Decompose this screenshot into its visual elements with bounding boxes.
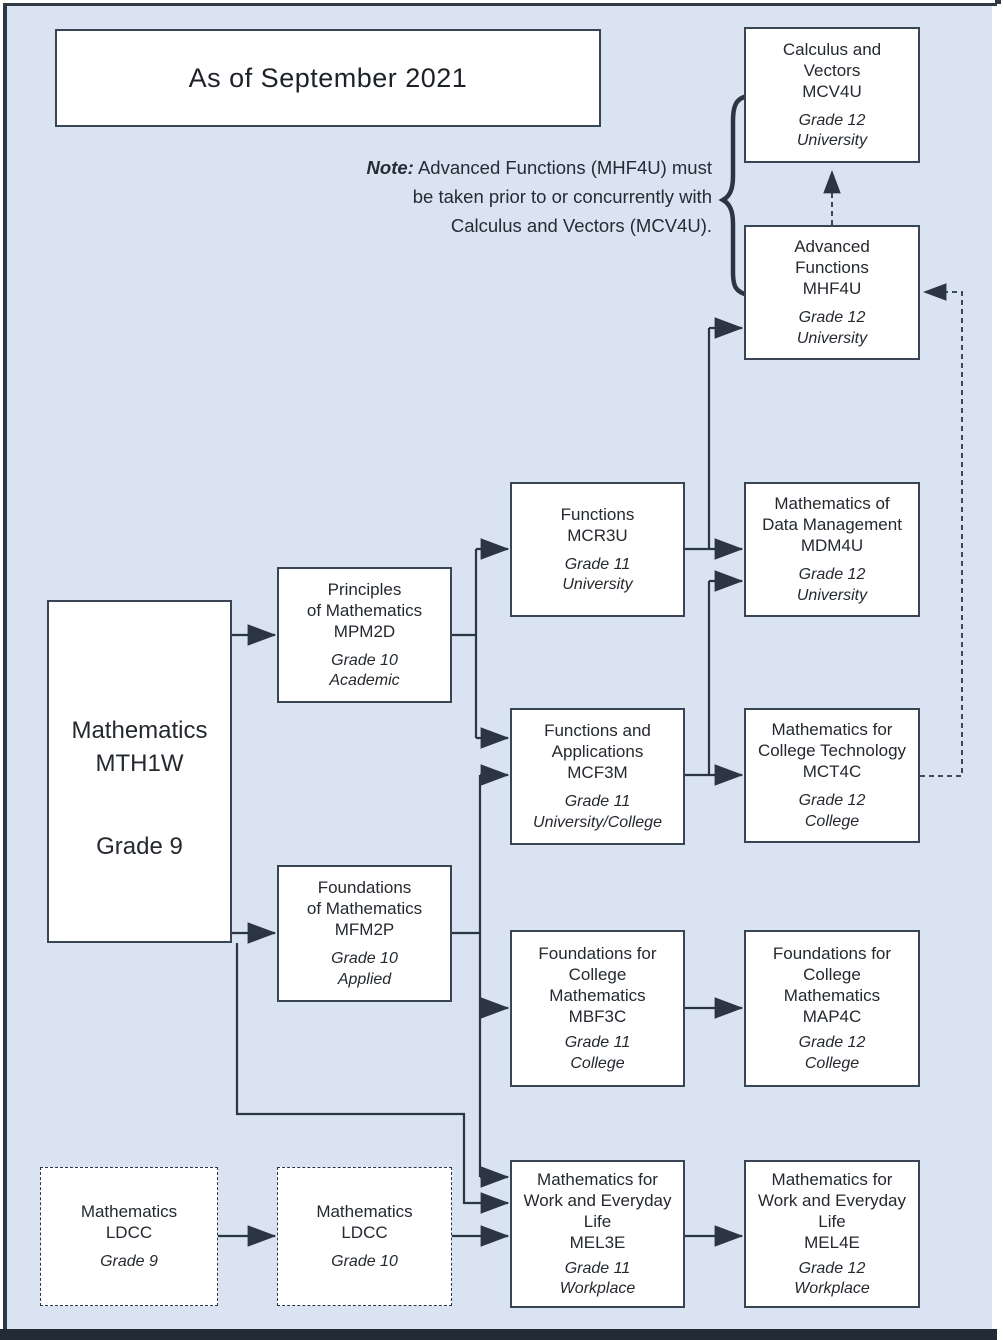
note-prefix: Note:	[366, 157, 414, 178]
note-text: Note: Advanced Functions (MHF4U) must be…	[300, 153, 712, 240]
node-mdm4u-grade: Grade 12 University	[796, 566, 868, 604]
node-mbf3c-grade: Grade 11 College	[564, 1034, 631, 1072]
node-ldcc-grade9-title: Mathematics LDCC	[80, 1201, 178, 1242]
node-mel4e: Mathematics for Work and Everyday Life M…	[744, 1160, 920, 1308]
node-mhf4u: Advanced Functions MHF4U Grade 12 Univer…	[744, 225, 920, 360]
node-mdm4u-title: Mathematics of Data Management MDM4U	[762, 494, 902, 555]
node-ldcc-grade10-grade: Grade 10	[331, 1252, 398, 1270]
node-mcf3m: Functions and Applications MCF3M Grade 1…	[510, 708, 685, 845]
node-mcr3u-title: Functions MCR3U	[560, 504, 635, 545]
node-mhf4u-grade: Grade 12 University	[796, 309, 868, 347]
node-map4c: Foundations for College Mathematics MAP4…	[744, 930, 920, 1087]
node-ldcc-grade9: Mathematics LDCC Grade 9	[40, 1167, 218, 1306]
note-line3: Calculus and Vectors (MCV4U).	[450, 215, 712, 236]
frame-line-left	[3, 3, 7, 1340]
node-mcv4u: Calculus and Vectors MCV4U Grade 12 Univ…	[744, 27, 920, 163]
node-ldcc-grade9-grade: Grade 9	[100, 1252, 158, 1270]
node-mth1w-title: Mathematics MTH1W	[71, 717, 208, 777]
node-map4c-title: Foundations for College Mathematics MAP4…	[772, 944, 892, 1026]
node-mfm2p-title: Foundations of Mathematics MFM2P	[306, 878, 423, 939]
node-mth1w: Mathematics MTH1W Grade 9	[47, 600, 232, 943]
as-of-date-box: As of September 2021	[55, 29, 601, 127]
node-mcf3m-grade: Grade 11 University/College	[533, 793, 662, 831]
node-mct4c: Mathematics for College Technology MCT4C…	[744, 708, 920, 843]
node-mfm2p: Foundations of Mathematics MFM2P Grade 1…	[277, 865, 452, 1002]
as-of-date-text: As of September 2021	[188, 62, 468, 93]
note-line1: Advanced Functions (MHF4U) must	[413, 157, 712, 178]
node-mth1w-grade: Grade 9	[96, 833, 183, 860]
node-ldcc-grade10: Mathematics LDCC Grade 10	[277, 1167, 452, 1306]
node-mel4e-grade: Grade 12 Workplace	[794, 1259, 870, 1298]
node-mpm2d-grade: Grade 10 Academic	[329, 651, 400, 690]
node-mcr3u: Functions MCR3U Grade 11 University	[510, 482, 685, 617]
node-mct4c-grade: Grade 12 College	[798, 792, 866, 830]
node-mel3e-title: Mathematics for Work and Everyday Life M…	[523, 1169, 672, 1252]
frame-line-top	[4, 3, 997, 6]
node-mbf3c: Foundations for College Mathematics MBF3…	[510, 930, 685, 1087]
node-ldcc-grade10-title: Mathematics LDCC	[316, 1201, 413, 1242]
node-mct4c-title: Mathematics for College Technology MCT4C	[757, 720, 907, 781]
node-mcr3u-grade: Grade 11 University	[562, 555, 633, 594]
node-mel3e-grade: Grade 11 Workplace	[559, 1259, 636, 1298]
node-mel3e: Mathematics for Work and Everyday Life M…	[510, 1160, 685, 1308]
node-mpm2d: Principles of Mathematics MPM2D Grade 10…	[277, 567, 452, 703]
note-line2: be taken prior to or concurrently with	[412, 186, 712, 207]
node-mcv4u-grade: Grade 12 University	[796, 111, 868, 150]
node-mhf4u-title: Advanced Functions MHF4U	[794, 237, 870, 298]
node-mcf3m-title: Functions and Applications MCF3M	[544, 721, 651, 782]
frame-line-right-nub	[995, 0, 1001, 4]
frame-line-bottom	[0, 1329, 997, 1340]
node-mdm4u: Mathematics of Data Management MDM4U Gra…	[744, 482, 920, 617]
node-mcv4u-title: Calculus and Vectors MCV4U	[782, 39, 882, 101]
node-map4c-grade: Grade 12 College	[798, 1034, 866, 1072]
node-mfm2p-grade: Grade 10 Applied	[331, 950, 398, 988]
node-mpm2d-title: Principles of Mathematics MPM2D	[306, 579, 423, 641]
node-mbf3c-title: Foundations for College Mathematics MBF3…	[538, 944, 657, 1026]
node-mel4e-title: Mathematics for Work and Everyday Life M…	[757, 1169, 907, 1252]
